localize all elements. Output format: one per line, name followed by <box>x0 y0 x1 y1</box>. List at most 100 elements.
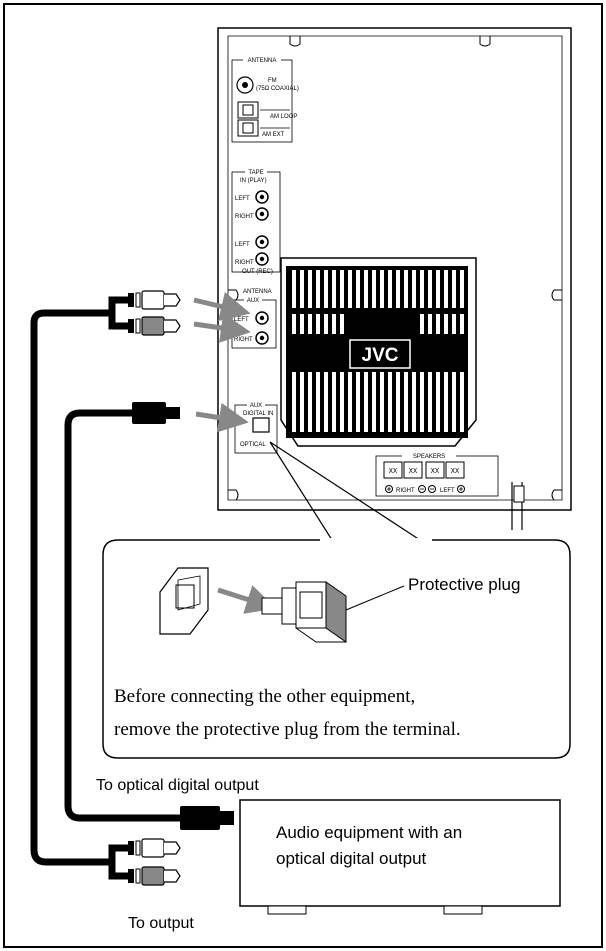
rca-plug-white-top <box>128 290 181 310</box>
grille-slot <box>292 314 296 334</box>
grille-slot <box>396 372 400 432</box>
svg-text:XX: XX <box>409 468 418 476</box>
svg-text:XX: XX <box>451 468 460 476</box>
grille-slot <box>428 372 432 432</box>
grille-slot <box>364 372 368 432</box>
tape-header: TAPE <box>248 170 263 176</box>
optical-plug-bottom <box>180 806 220 830</box>
grille-slot <box>452 270 456 308</box>
tape-in-left: LEFT <box>235 196 250 202</box>
aux-antenna-label: ANTENNA <box>243 289 272 295</box>
grille-slot <box>388 372 392 432</box>
svg-text:XX: XX <box>431 468 440 476</box>
power-cord <box>511 482 525 530</box>
grille-slot <box>356 372 360 432</box>
grille-slot <box>436 372 440 432</box>
grille-slot <box>364 270 368 308</box>
note-line-2: remove the protective plug from the term… <box>114 719 461 740</box>
grille-slot <box>316 270 320 308</box>
grille-slot <box>404 270 408 308</box>
tape-in-right: RIGHT <box>235 214 254 220</box>
rca-plug-white-bottom <box>128 838 181 858</box>
aux-rca-cable-top <box>30 290 181 866</box>
note-line-1: Before connecting the other equipment, <box>114 686 415 707</box>
optical-label: OPTICAL <box>240 442 266 448</box>
to-optical-label: To optical digital output <box>96 777 259 794</box>
heat-sink-grille: JVC <box>280 257 477 447</box>
tape-in-label: IN (PLAY) <box>240 178 267 184</box>
grille-slot <box>372 270 376 308</box>
outer-frame <box>3 3 603 948</box>
grille-slot <box>380 270 384 308</box>
grille-slot <box>428 270 432 308</box>
protective-plug-label: Protective plug <box>408 575 520 594</box>
grille-slot <box>348 372 352 432</box>
grille-slot <box>300 270 304 308</box>
am-loop-label: AM LOOP <box>270 114 297 120</box>
grille-slot <box>316 372 320 432</box>
grille-slot <box>412 372 416 432</box>
aux-rca-cable-bottom <box>108 838 181 886</box>
am-ext-label: AM EXT <box>262 132 285 138</box>
antenna-header: ANTENNA <box>248 58 277 64</box>
jvc-logo-box <box>349 339 411 369</box>
speakers-right-label: RIGHT <box>396 488 415 494</box>
am-loop-terminal[interactable] <box>237 101 259 119</box>
audio-equipment-line-2: optical digital output <box>276 849 427 868</box>
am-ext-terminal[interactable] <box>237 119 259 137</box>
rear-panel: ANTENNA FM (75Ω COAXIAL) AM LOOP AM EXT … <box>217 27 572 530</box>
jvc-logo: JVC <box>362 345 399 366</box>
grille-slot <box>332 270 336 308</box>
to-output-label: To output <box>128 915 194 932</box>
grille-slot <box>324 314 328 334</box>
fm-sublabel: (75Ω COAXIAL) <box>256 86 299 92</box>
grille-slot <box>460 314 464 334</box>
grille-slot <box>436 270 440 308</box>
grille-slot <box>308 270 312 308</box>
grille-slot <box>404 372 408 432</box>
tape-jacks[interactable] <box>255 190 269 266</box>
grille-slot <box>308 314 312 334</box>
grille-slot <box>420 372 424 432</box>
grille-slot <box>452 314 456 334</box>
fm-label: FM <box>268 78 277 84</box>
grille-slot <box>420 270 424 308</box>
aux-header: AUX <box>247 298 259 304</box>
grille-slot <box>444 372 448 432</box>
grille-slot <box>292 270 296 308</box>
rca-plug-red-bottom <box>128 866 181 886</box>
speaker-terminals[interactable]: XX XX XX XX <box>383 461 465 479</box>
grille-slot <box>332 314 336 334</box>
grille-slot <box>316 314 320 334</box>
grille-slot <box>324 372 328 432</box>
speakers-header: SPEAKERS <box>413 454 445 460</box>
rca-plug-red-top <box>128 316 181 336</box>
protective-plug-illustration <box>261 581 405 643</box>
grille-slot <box>308 372 312 432</box>
svg-text:XX: XX <box>389 468 398 476</box>
grille-slot <box>356 270 360 308</box>
grille-slot <box>348 270 352 308</box>
grille-slot <box>412 270 416 308</box>
tape-block: TAPE IN (PLAY) LEFT RIGHT LEFT RIGHT OUT… <box>231 168 281 275</box>
grille-slot <box>340 372 344 432</box>
grille-slot <box>428 314 432 334</box>
speakers-left-label: LEFT <box>440 488 455 494</box>
optical-terminal[interactable] <box>252 417 270 433</box>
tape-out-right: RIGHT <box>235 260 254 266</box>
grille-slot <box>300 372 304 432</box>
grille-slot <box>420 314 424 334</box>
grille-slot <box>460 270 464 308</box>
tape-out-label: OUT (REC) <box>242 269 273 275</box>
grille-slot <box>444 314 448 334</box>
grille-slot <box>388 270 392 308</box>
grille-slot <box>460 372 464 432</box>
insertion-arrows <box>193 291 251 433</box>
digital-in-label: DIGITAL IN <box>243 411 273 417</box>
grille-slot <box>340 270 344 308</box>
grille-slot <box>340 314 344 334</box>
speakers-block: SPEAKERS XX XX XX XX RIGHT LEFT <box>375 452 499 497</box>
grille-slot <box>372 372 376 432</box>
